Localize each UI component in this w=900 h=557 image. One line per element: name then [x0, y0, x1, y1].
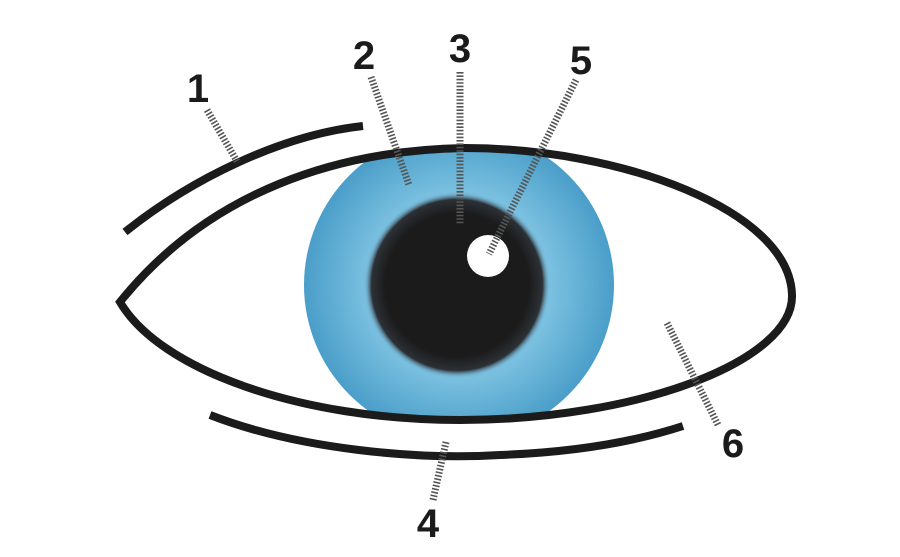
label-3: 3: [449, 27, 471, 71]
label-2: 2: [353, 34, 375, 78]
label-6: 6: [722, 422, 744, 466]
leader-line-1: [203, 108, 242, 165]
light-reflection: [467, 235, 509, 277]
leader-line-4: [429, 441, 450, 501]
label-1: 1: [187, 67, 209, 111]
label-5: 5: [570, 39, 592, 83]
pupil: [364, 192, 550, 378]
lower-eyelid: [208, 411, 685, 461]
leader-line-2: [367, 75, 413, 187]
label-4: 4: [417, 502, 440, 546]
upper-eyelid: [122, 122, 364, 236]
eye-outline: [115, 143, 797, 425]
